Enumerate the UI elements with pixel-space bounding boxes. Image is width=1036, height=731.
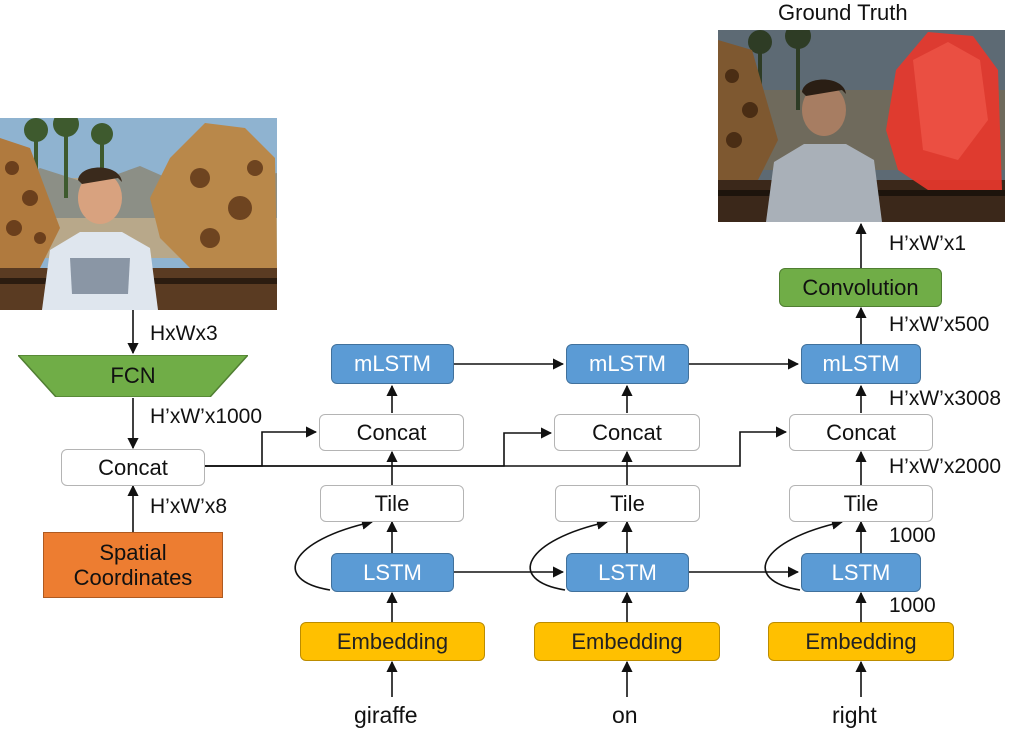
embedding-box-1: Embedding [300, 622, 485, 661]
word-giraffe: giraffe [354, 702, 418, 728]
dim-1000-b: 1000 [889, 594, 936, 617]
word-on: on [612, 702, 638, 728]
tile-box-2: Tile [555, 485, 700, 522]
concat-left-box: Concat [61, 449, 205, 486]
mlstm-box-1: mLSTM [331, 344, 454, 384]
word-right: right [832, 702, 877, 728]
ground-truth-title: Ground Truth [778, 0, 908, 25]
embedding-box-3: Embedding [768, 622, 954, 661]
lstm-box-3: LSTM [801, 553, 921, 592]
dim-h-w-2000: H’xW’x2000 [889, 455, 1002, 478]
input-photo [0, 118, 277, 310]
concat-box-2: Concat [554, 414, 700, 451]
fcn-label: FCN [110, 363, 156, 388]
concat-box-1: Concat [319, 414, 464, 451]
concat-box-3: Concat [789, 414, 933, 451]
fcn-block [18, 355, 248, 397]
dim-hxwx3: HxWx3 [150, 322, 218, 345]
lstm-box-2: LSTM [566, 553, 689, 592]
dim-h-w-1000: H’xW’x1000 [150, 405, 263, 428]
mlstm-box-3: mLSTM [801, 344, 921, 384]
lstm-box-1: LSTM [331, 553, 454, 592]
tile-box-1: Tile [320, 485, 464, 522]
embedding-box-2: Embedding [534, 622, 720, 661]
dim-h-w-1: H’xW’x1 [889, 232, 966, 255]
spatial-coordinates-box: Spatial Coordinates [43, 532, 223, 598]
dim-h-w-3008: H’xW’x3008 [889, 387, 1002, 410]
dim-h-w-500: H’xW’x500 [889, 313, 990, 336]
ground-truth-photo [718, 30, 1005, 222]
dim-1000-a: 1000 [889, 524, 936, 547]
dim-h-w-8: H’xW’x8 [150, 495, 227, 518]
convolution-box: Convolution [779, 268, 942, 307]
tile-box-3: Tile [789, 485, 933, 522]
mlstm-box-2: mLSTM [566, 344, 689, 384]
